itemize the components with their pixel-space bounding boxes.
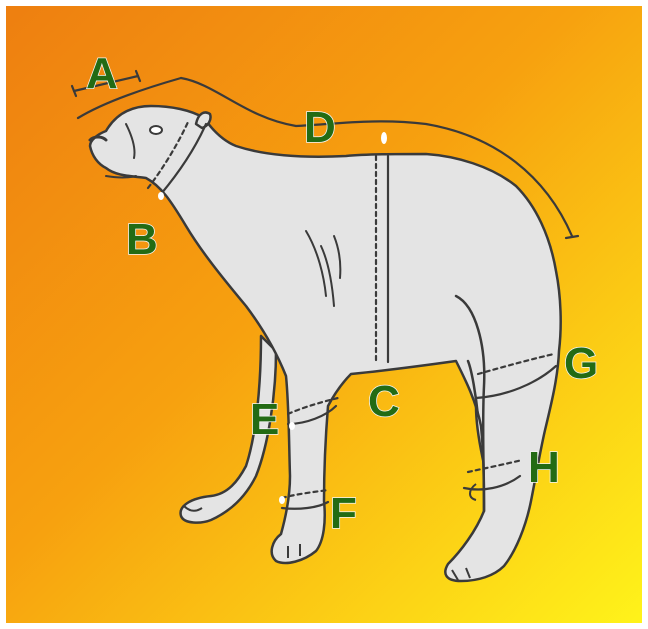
marker-e — [289, 422, 295, 430]
label-e: E — [250, 395, 279, 444]
label-c: C — [368, 377, 400, 426]
label-f: F — [330, 489, 357, 538]
label-a: A — [86, 49, 118, 98]
marker-b — [158, 192, 164, 200]
label-h: H — [528, 443, 560, 492]
marker-d — [381, 132, 387, 144]
marker-f — [279, 496, 285, 504]
bear-measurement-diagram: A B C D E F G H — [6, 6, 642, 623]
label-b: B — [126, 215, 158, 264]
label-g: G — [564, 339, 598, 388]
diagram-frame: A B C D E F G H — [6, 6, 642, 623]
bear-eye — [150, 126, 162, 134]
label-d: D — [304, 103, 336, 152]
